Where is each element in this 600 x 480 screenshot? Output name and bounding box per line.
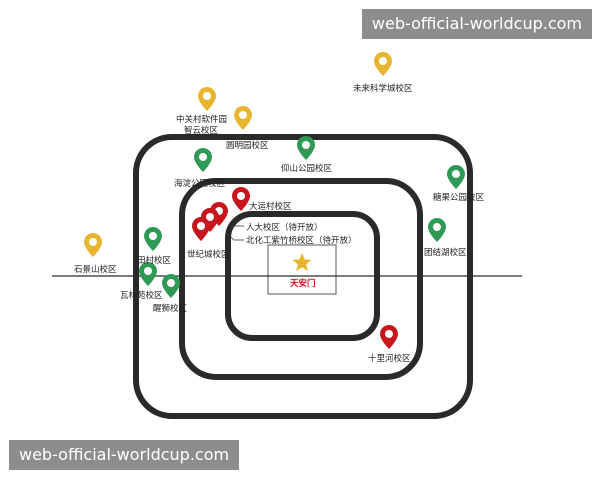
weilai-pin-icon[interactable] bbox=[374, 52, 392, 76]
campus-label-walinyuan: 瓦林苑校区 bbox=[120, 290, 163, 301]
tiancun-pin-icon[interactable] bbox=[144, 227, 162, 251]
campus-label-shilihe: 十里河校区 bbox=[368, 353, 411, 364]
yuanmingyuan-pin-icon[interactable] bbox=[234, 106, 252, 130]
connector-line bbox=[225, 232, 235, 241]
campus-label-zhongguancun-line2: 智云校区 bbox=[184, 125, 219, 136]
shilihe-pin-icon[interactable] bbox=[380, 325, 398, 349]
xingshi-pin-icon[interactable] bbox=[162, 274, 180, 298]
campus-label-xingshi: 醒狮校区 bbox=[153, 303, 188, 314]
campus-label-tiancun: 田村校区 bbox=[137, 255, 172, 266]
campus-label-dayuncun: 大运村校区 bbox=[249, 201, 292, 212]
watermark-bottom: web-official-worldcup.com bbox=[9, 440, 240, 470]
center-label: 天安门 bbox=[290, 278, 316, 289]
campus-label-shijingshan: 石景山校区 bbox=[74, 264, 117, 275]
shiji-pin-icon[interactable] bbox=[192, 217, 210, 241]
campus-label-weilai: 未来科学城校区 bbox=[353, 83, 413, 94]
campus-label-renda: 人大校区（待开放） bbox=[246, 222, 323, 233]
campus-label-zhongguancun-line1: 中关村软件园 bbox=[176, 114, 227, 125]
campus-label-yangshan: 仰山公园校区 bbox=[281, 163, 333, 174]
middle-ring-road bbox=[179, 178, 423, 380]
walinyuan-pin-icon[interactable] bbox=[139, 262, 157, 286]
campus-label-tangguo: 糖果公园校区 bbox=[433, 192, 485, 203]
campus-label-tuanjiehu: 团结湖校区 bbox=[424, 247, 467, 258]
dayuncun-pin-icon[interactable] bbox=[232, 187, 250, 211]
campus-label-beihua: 北化工紫竹桥校区（待开放） bbox=[246, 235, 357, 246]
campus-label-haidian: 海淀公园校区 bbox=[174, 178, 226, 189]
watermark-top: web-official-worldcup.com bbox=[361, 9, 592, 39]
zhongguancun-pin-icon[interactable] bbox=[198, 87, 216, 111]
yangshan-pin-icon[interactable] bbox=[297, 136, 315, 160]
tangguo-pin-icon[interactable] bbox=[447, 165, 465, 189]
campus-label-shiji: 世纪城校区 bbox=[187, 249, 230, 260]
shijingshan-pin-icon[interactable] bbox=[84, 233, 102, 257]
star-icon bbox=[292, 253, 312, 271]
campus-label-zhongguancun: 中关村软件园 智云校区 bbox=[176, 114, 230, 136]
tuanjiehu-pin-icon[interactable] bbox=[428, 218, 446, 242]
campus-label-yuanmingyuan: 圆明园校区 bbox=[226, 140, 269, 151]
haidian-pin-icon[interactable] bbox=[194, 148, 212, 172]
